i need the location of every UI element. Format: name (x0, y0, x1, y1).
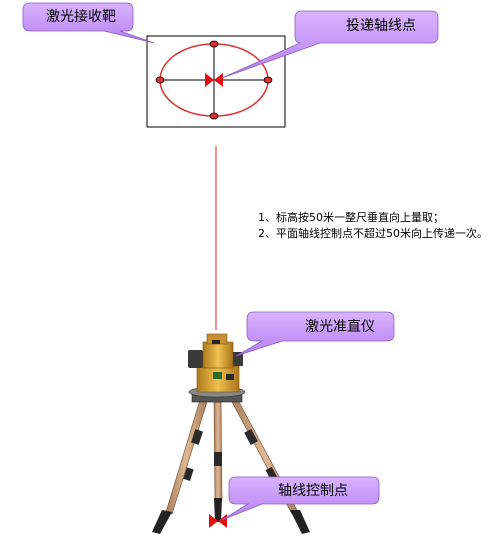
laser-target (146, 35, 286, 128)
eyepiece (188, 350, 203, 368)
laser-plummet-instrument (188, 333, 246, 403)
tripod-foot-left (152, 510, 172, 534)
label-laser-target: 激光接收靶 (46, 9, 116, 25)
target-dot-bottom (209, 112, 219, 120)
notes: 1、标高按50米一整尺垂直向上量取； 2、平面轴线控制点不超过50米向上传递一次… (258, 210, 488, 242)
tripod-leg-center (213, 401, 223, 501)
label-control-point: 轴线控制点 (278, 483, 348, 499)
tripod-foot-right (290, 510, 310, 534)
label-laser-plummet: 激光准直仪 (305, 319, 375, 335)
tripod-leg-left (165, 399, 208, 515)
target-point-marker (205, 73, 223, 87)
tripod (152, 399, 310, 534)
callout-laser-plummet (235, 311, 395, 357)
tripod-foot-center (214, 498, 222, 522)
note-2: 2、平面轴线控制点不超过50米向上传递一次。 (258, 227, 488, 240)
callout-target (22, 2, 155, 44)
target-dot-left (155, 76, 165, 84)
callout-transfer-point (221, 10, 439, 79)
note-1: 1、标高按50米一整尺垂直向上量取； (258, 211, 444, 224)
label-transfer-point: 投递轴线点 (346, 18, 416, 34)
callout-control-point (221, 476, 380, 521)
target-dot-top (209, 40, 219, 48)
control-point-marker (209, 514, 227, 528)
target-dot-right (263, 76, 273, 84)
